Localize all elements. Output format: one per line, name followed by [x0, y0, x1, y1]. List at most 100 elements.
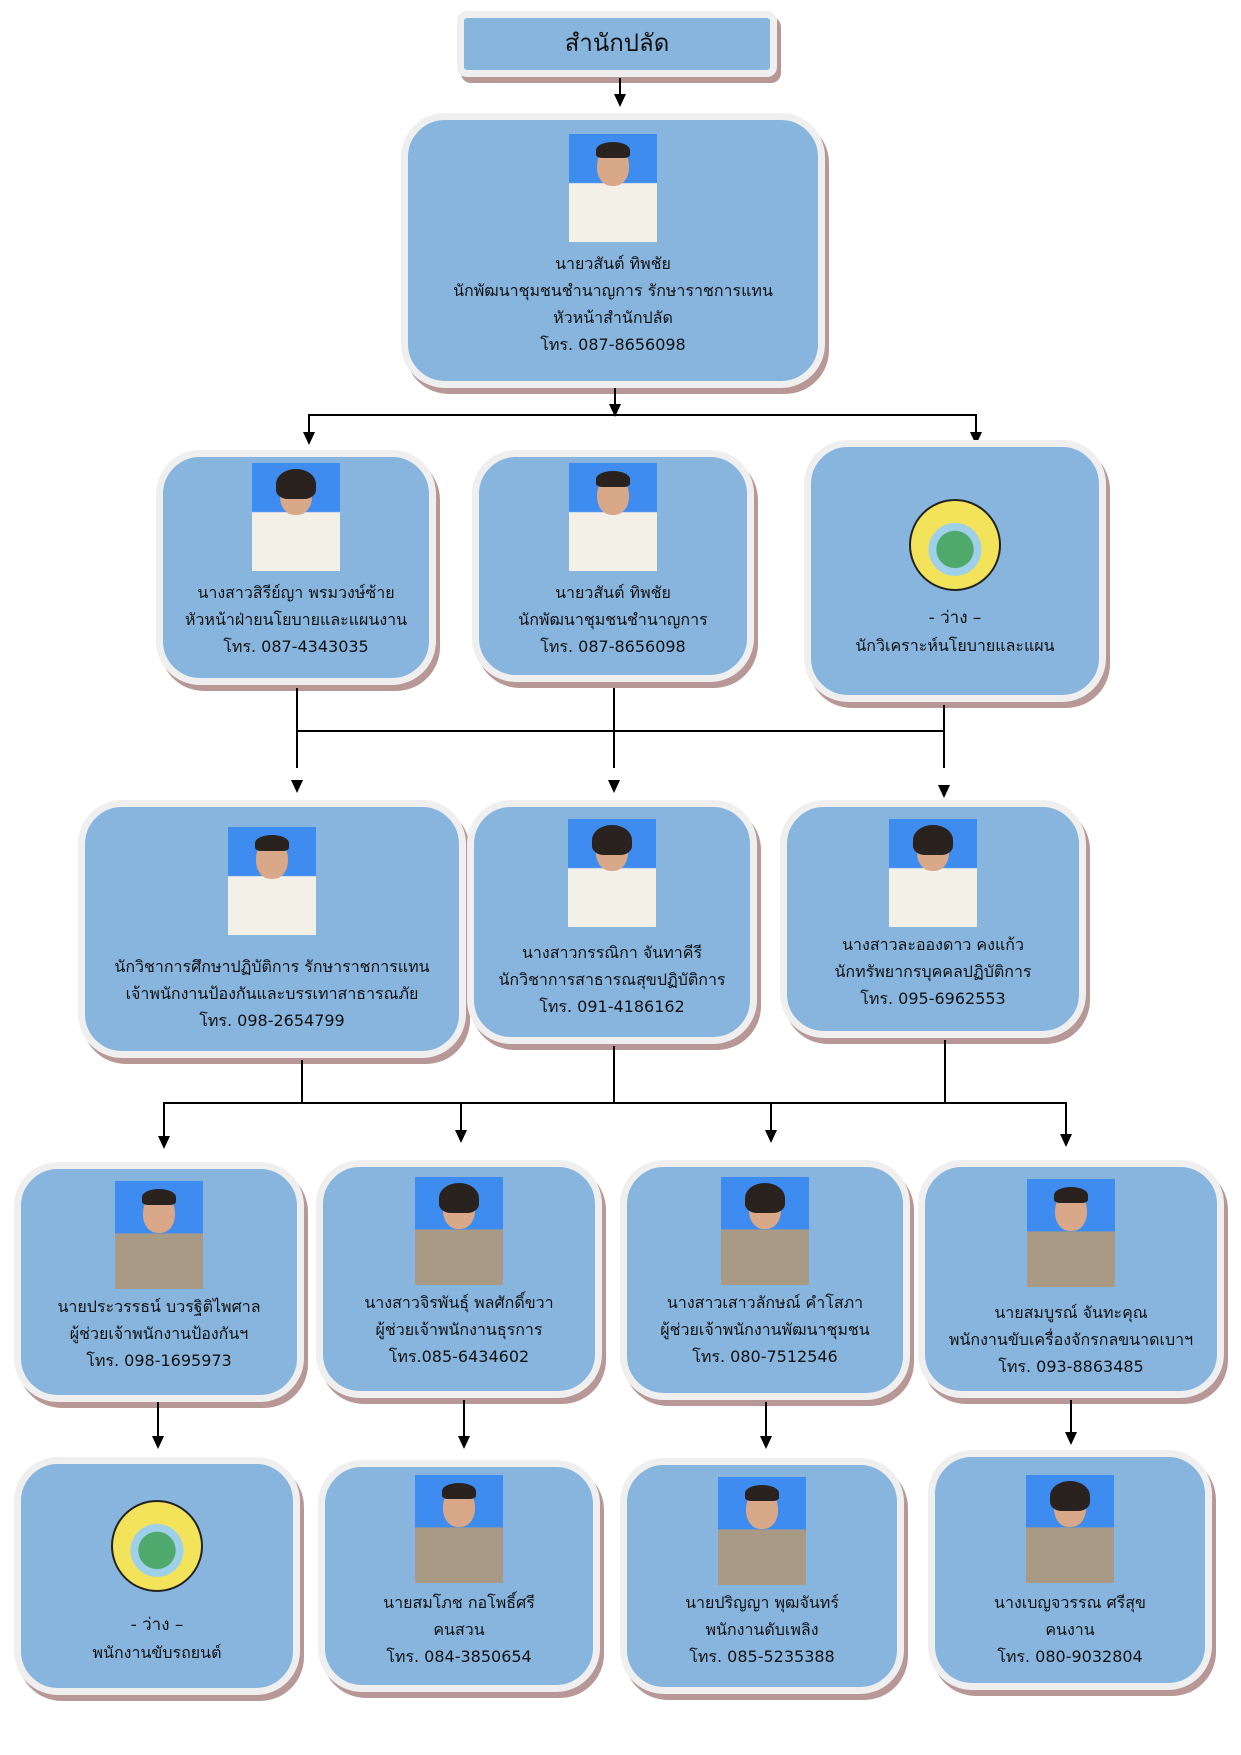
person-position: เจ้าพนักงานป้องกันและบรรเทาสาธารณภัย — [125, 984, 419, 1003]
org-node-vacant: - ว่าง – นักวิเคราะห์นโยบายและแผน — [804, 440, 1106, 702]
connector — [975, 414, 977, 432]
department-title-box: สำนักปลัด — [457, 11, 777, 77]
arrow-down-icon — [614, 94, 626, 107]
org-node-head: นายวสันต์ ทิพชัย นักพัฒนาชุมชนชำนาญการ ร… — [401, 113, 825, 388]
arrow-down-icon — [1060, 1134, 1072, 1147]
vacant-label: - ว่าง – — [130, 1615, 184, 1635]
connector — [613, 1046, 615, 1104]
person-phone: โทร. 087-4343035 — [223, 637, 369, 656]
person-position: คนสวน — [433, 1620, 485, 1639]
person-position: นักทรัพยากรบุคคลปฏิบัติการ — [834, 962, 1032, 981]
org-node: นางสาวสิรีย์ญา พรมวงษ์ซ้าย หัวหน้าฝ่ายนโ… — [156, 450, 436, 685]
person-position: ผู้ช่วยเจ้าพนักงานธุรการ — [375, 1320, 543, 1339]
connector — [943, 705, 945, 768]
org-node: นายวสันต์ ทิพชัย นักพัฒนาชุมชนชำนาญการ โ… — [472, 450, 754, 682]
connector — [308, 414, 310, 432]
person-name: นางสาวจิรพันธุ์ พลศักดิ์ขวา — [364, 1293, 554, 1312]
person-phone: โทร. 087-8656098 — [540, 637, 686, 656]
person-name: นายวสันต์ ทิพชัย — [555, 583, 671, 602]
connector — [463, 1400, 465, 1436]
person-phone: โทร. 084-3850654 — [386, 1647, 532, 1666]
person-position: หัวหน้าฝ่ายนโยบายและแผนงาน — [184, 610, 408, 629]
connector — [614, 388, 616, 410]
connector — [770, 1102, 772, 1130]
org-node: นางเบญจวรรณ ศรีสุข คนงาน โทร. 080-903280… — [928, 1450, 1212, 1690]
vacant-label: - ว่าง – — [928, 608, 982, 628]
arrow-down-icon — [455, 1130, 467, 1143]
connector — [296, 730, 945, 732]
arrow-down-icon — [291, 780, 303, 793]
person-name: นางเบญจวรรณ ศรีสุข — [994, 1593, 1146, 1612]
connector — [296, 688, 298, 768]
person-name: นางสาวกรรณิกา จันทาคีรี — [521, 943, 703, 962]
connector — [301, 1060, 303, 1104]
arrow-down-icon — [765, 1130, 777, 1143]
person-position: นักพัฒนาชุมชนชำนาญการ — [518, 610, 708, 629]
org-node: นักวิชาการศึกษาปฏิบัติการ รักษาราชการแทน… — [78, 800, 466, 1058]
person-name: นางสาวสิรีย์ญา พรมวงษ์ซ้าย — [197, 583, 395, 602]
connector — [944, 1040, 946, 1104]
person-position: นักพัฒนาชุมชนชำนาญการ รักษาราชการแทน — [453, 281, 773, 300]
person-name: นายสมบูรณ์ จันทะคุณ — [994, 1303, 1148, 1322]
person-phone: โทร.085-6434602 — [388, 1347, 530, 1366]
arrow-down-icon — [303, 432, 315, 445]
connector — [619, 78, 621, 94]
org-node: นางสาวกรรณิกา จันทาคีรี นักวิชาการสาธารณ… — [467, 800, 757, 1044]
organization-logo-icon — [909, 499, 1001, 591]
person-position: นักวิชาการศึกษาปฏิบัติการ รักษาราชการแทน — [114, 957, 430, 976]
person-phone: โทร. 080-9032804 — [997, 1647, 1143, 1666]
arrow-down-icon — [760, 1436, 772, 1449]
arrow-down-icon — [609, 404, 621, 417]
person-name: นายสมโภช กอโพธิ์ศรี — [383, 1593, 535, 1612]
person-photo — [115, 1181, 203, 1289]
org-node: นายสมบูรณ์ จันทะคุณ พนักงานขับเครื่องจัก… — [918, 1160, 1224, 1398]
connector — [163, 1102, 165, 1136]
person-phone: โทร. 085-5235388 — [689, 1647, 835, 1666]
org-node: นางสาวเสาวลักษณ์ คำโสภา ผู้ช่วยเจ้าพนักง… — [620, 1160, 910, 1400]
arrow-down-icon — [938, 785, 950, 798]
arrow-down-icon — [152, 1436, 164, 1449]
person-phone: โทร. 087-8656098 — [540, 335, 686, 354]
org-node: นางสาวละอองดาว คงแก้ว นักทรัพยากรบุคคลปฏ… — [780, 800, 1086, 1038]
person-position: นักวิชาการสาธารณสุขปฏิบัติการ — [498, 970, 726, 989]
person-photo — [1026, 1475, 1114, 1583]
person-phone: โทร. 091-4186162 — [539, 997, 685, 1016]
connector — [613, 688, 615, 768]
person-name: นายปริญญา พุฒจันทร์ — [685, 1593, 839, 1612]
person-photo — [718, 1477, 806, 1585]
person-photo — [252, 463, 340, 571]
arrow-down-icon — [608, 780, 620, 793]
arrow-down-icon — [1065, 1432, 1077, 1445]
person-position: พนักงานขับเครื่องจักรกลขนาดเบาฯ — [948, 1330, 1194, 1349]
org-node: นายปริญญา พุฒจันทร์ พนักงานดับเพลิง โทร.… — [620, 1458, 904, 1694]
person-photo — [415, 1177, 503, 1285]
person-name: นายประวรรธน์ บวรฐิติไพศาล — [57, 1297, 261, 1316]
person-photo — [721, 1177, 809, 1285]
person-photo — [568, 819, 656, 927]
person-position: คนงาน — [1045, 1620, 1095, 1639]
person-photo — [569, 134, 657, 242]
person-photo — [569, 463, 657, 571]
person-name: นางสาวเสาวลักษณ์ คำโสภา — [666, 1293, 864, 1312]
department-title: สำนักปลัด — [564, 29, 670, 57]
person-position: พนักงานดับเพลิง — [705, 1620, 819, 1639]
person-position: ผู้ช่วยเจ้าพนักงานป้องกันฯ — [69, 1324, 249, 1343]
connector — [163, 1102, 1066, 1104]
person-photo — [415, 1475, 503, 1583]
arrow-down-icon — [458, 1436, 470, 1449]
person-position: นักวิเคราะห์นโยบายและแผน — [855, 636, 1055, 655]
person-phone: โทร. 098-1695973 — [86, 1351, 232, 1370]
person-position: ผู้ช่วยเจ้าพนักงานพัฒนาชุมชน — [660, 1320, 870, 1339]
person-phone: โทร. 080-7512546 — [692, 1347, 838, 1366]
org-node-vacant: - ว่าง – พนักงานขับรถยนต์ — [14, 1457, 300, 1695]
person-photo — [1027, 1179, 1115, 1287]
arrow-down-icon — [158, 1136, 170, 1149]
org-node: นางสาวจิรพันธุ์ พลศักดิ์ขวา ผู้ช่วยเจ้าพ… — [316, 1160, 602, 1398]
connector — [308, 414, 976, 416]
person-name: นายวสันต์ ทิพชัย — [555, 254, 671, 273]
organization-logo-icon — [111, 1500, 203, 1592]
connector — [1070, 1400, 1072, 1432]
org-node: นายสมโภช กอโพธิ์ศรี คนสวน โทร. 084-38506… — [318, 1460, 600, 1692]
connector — [460, 1102, 462, 1130]
person-phone: โทร. 098-2654799 — [199, 1011, 345, 1030]
